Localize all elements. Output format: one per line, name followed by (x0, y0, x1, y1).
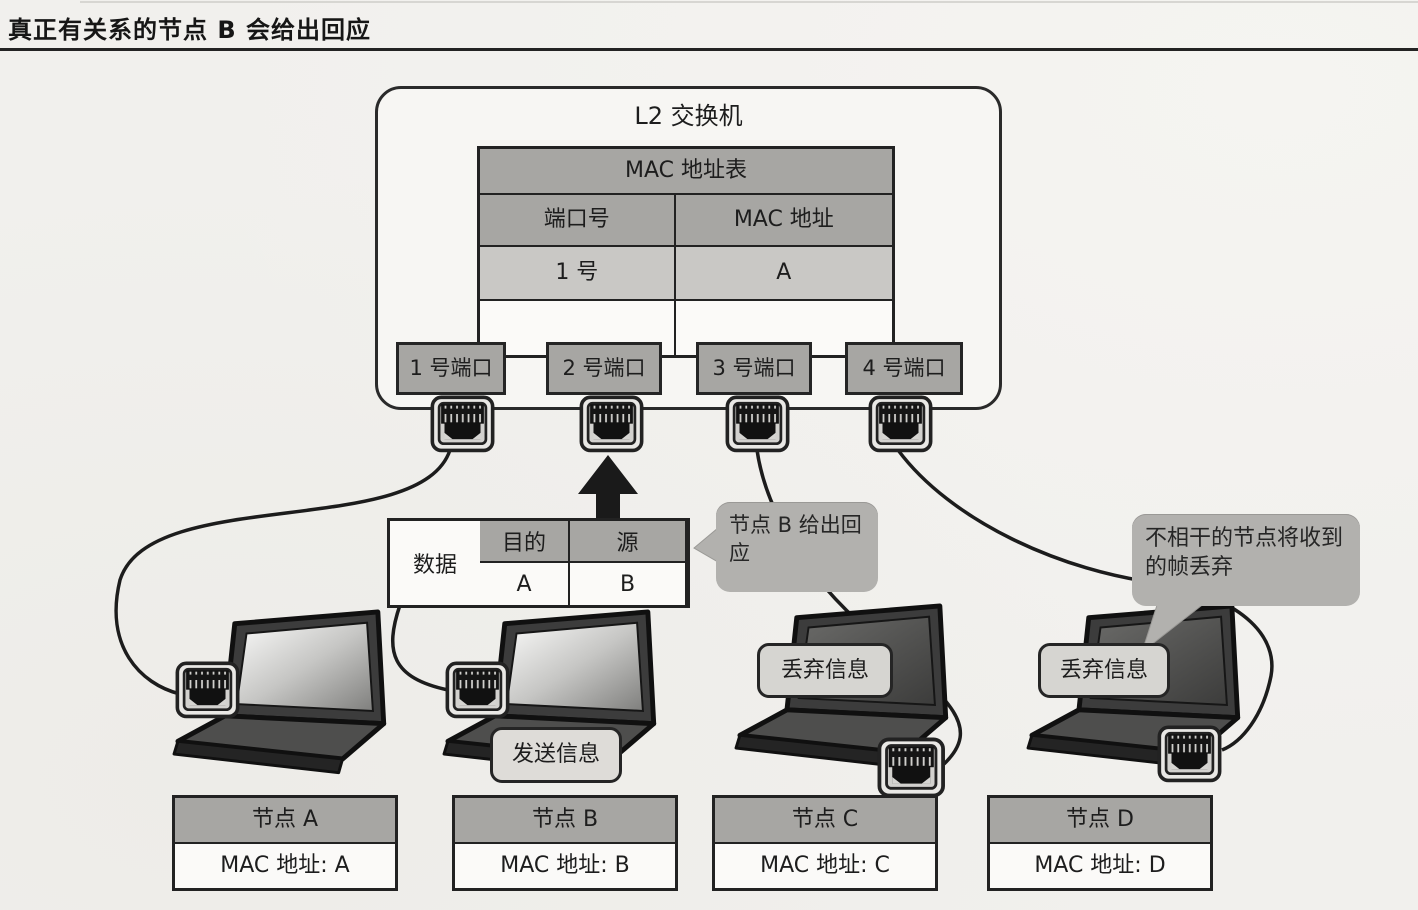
callout-irrelevant-discard: 不相干的节点将收到的帧丢弃 (1132, 514, 1360, 606)
mac-table-title: MAC 地址表 (480, 149, 892, 195)
ethernet-jack-node-a-icon (175, 661, 240, 719)
node-a-name: 节点 A (175, 798, 395, 844)
callout-response-tail (693, 526, 719, 563)
mac-col-port-header: 端口号 (480, 195, 676, 245)
mac-table-row-1: 1 号 A (480, 247, 892, 301)
node-a-table: 节点 A MAC 地址: A (172, 795, 398, 891)
node-b-mac: MAC 地址: B (500, 853, 630, 878)
page-title: 真正有关系的节点 B 会给出回应 (8, 16, 372, 44)
mac-row1-mac: A (776, 260, 792, 285)
callout-node-b-response: 节点 B 给出回应 (716, 502, 878, 592)
ethernet-jack-port1-icon (430, 395, 495, 453)
node-c-mac: MAC 地址: C (760, 853, 890, 878)
cable-frame-to-node-b (391, 604, 449, 692)
frame-upload-arrow-icon (578, 455, 638, 519)
ethernet-jack-node-d-icon (1157, 725, 1222, 783)
node-d-mac: MAC 地址: D (1034, 853, 1166, 878)
port-label-3: 3 号端口 (696, 342, 812, 395)
label-send-message: 发送信息 (490, 727, 622, 783)
mac-row2-port (480, 301, 676, 355)
node-a-mac: MAC 地址: A (220, 853, 350, 878)
port-label-4: 4 号端口 (845, 342, 963, 395)
node-b-table: 节点 B MAC 地址: B (452, 795, 678, 891)
mac-address-table: MAC 地址表 端口号 MAC 地址 1 号 A (477, 146, 895, 358)
ethernet-jack-port4-icon (868, 395, 933, 453)
node-d-name: 节点 D (990, 798, 1210, 844)
mac-col-mac-header: MAC 地址 (733, 207, 834, 232)
node-c-table: 节点 C MAC 地址: C (712, 795, 938, 891)
frame-data-cell: 数据 (412, 553, 457, 578)
ethernet-jack-node-b-icon (445, 661, 510, 719)
frame-src-value: B (570, 563, 687, 605)
frame-dest-header: 目的 (480, 521, 570, 563)
mac-row1-port: 1 号 (480, 247, 676, 299)
label-discard-message-c: 丢弃信息 (757, 643, 893, 698)
l2-switch-label: L2 交换机 (634, 102, 743, 130)
node-b-name: 节点 B (455, 798, 675, 844)
ethernet-jack-port2-icon (579, 395, 644, 453)
ethernet-jack-port3-icon (725, 395, 790, 453)
label-discard-message-d: 丢弃信息 (1038, 643, 1170, 698)
node-d-table: 节点 D MAC 地址: D (987, 795, 1213, 891)
mac-table-header-row: 端口号 MAC 地址 (480, 195, 892, 247)
frame-dest-value: A (480, 563, 570, 605)
ethernet-jack-node-c-icon (877, 737, 945, 798)
cable-port1-to-node-a (114, 449, 452, 696)
ethernet-frame-table: 目的 源 数据 A B (387, 518, 690, 608)
title-underline (0, 48, 1418, 51)
port-label-1: 1 号端口 (396, 342, 506, 395)
node-c-name: 节点 C (715, 798, 935, 844)
mac-table-row-2 (480, 301, 892, 355)
frame-src-header: 源 (570, 521, 687, 563)
page-top-edge-line (80, 1, 1418, 3)
port-label-2: 2 号端口 (546, 342, 662, 395)
